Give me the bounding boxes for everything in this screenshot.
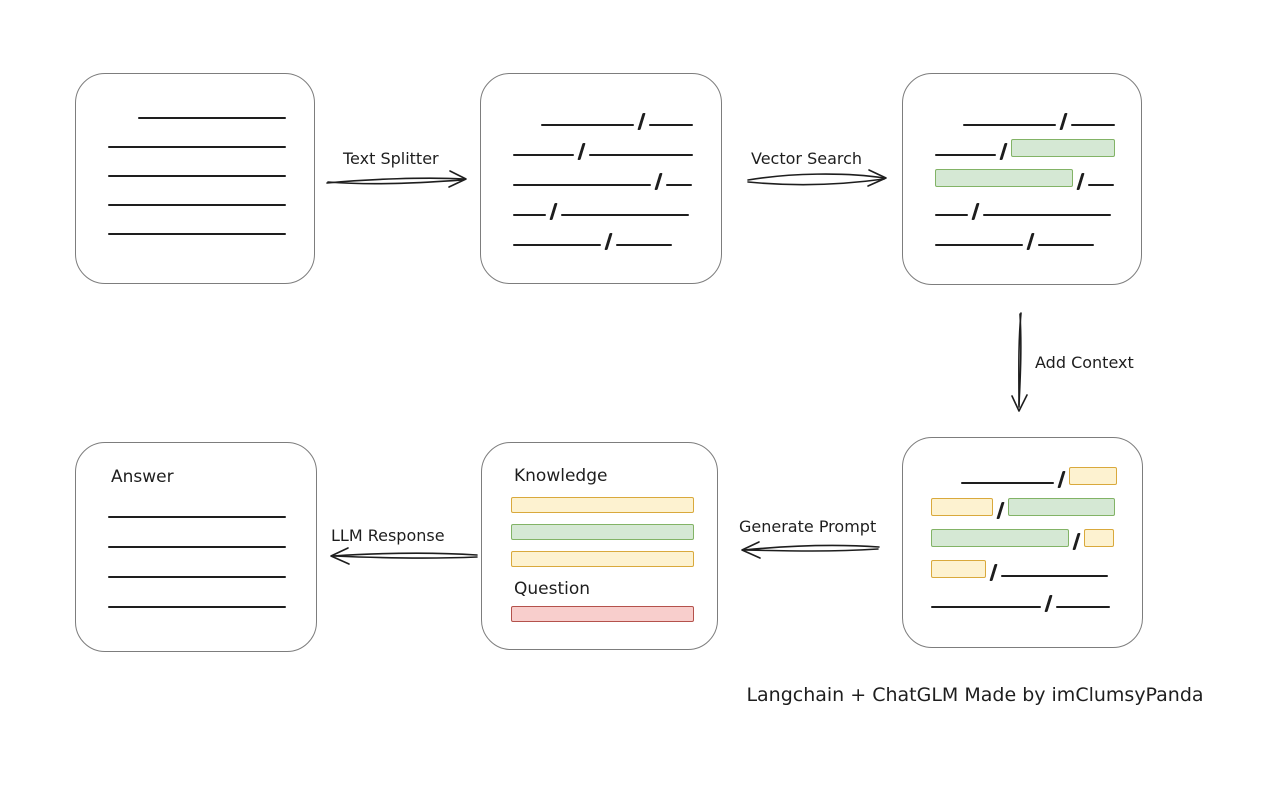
schematic-text-row	[935, 156, 1114, 190]
text-splitter-label: Text Splitter	[343, 149, 439, 168]
vector-search-label: Vector Search	[751, 149, 863, 168]
text-line	[108, 576, 286, 578]
text-line	[513, 184, 651, 186]
green-highlight-chunk	[1010, 139, 1115, 157]
text-line	[1000, 575, 1108, 577]
yellow-highlight-chunk	[1068, 467, 1117, 485]
green-highlight-chunk	[935, 169, 1073, 187]
text-line	[560, 214, 689, 216]
yellow-highlight-chunk	[1083, 529, 1114, 547]
text-line	[138, 117, 286, 119]
green-highlight-chunk	[1007, 498, 1115, 516]
schematic-text-row	[931, 515, 1116, 550]
yellow-highlight-chunk	[931, 498, 993, 516]
llm-response-arrow	[330, 547, 478, 565]
text-line	[935, 244, 1023, 246]
text-line	[935, 214, 968, 216]
text-line	[931, 606, 1041, 608]
schematic-text-row	[513, 96, 693, 130]
question-bars	[511, 606, 694, 622]
context-result-lines	[931, 453, 1117, 612]
text-line	[961, 482, 1054, 484]
chunk-lines	[513, 96, 693, 250]
schematic-text-row	[108, 206, 286, 235]
generate-prompt-label: Generate Prompt	[739, 517, 877, 536]
text-line	[541, 124, 634, 126]
schematic-text-row	[935, 186, 1111, 220]
add-context-label: Add Context	[1035, 353, 1134, 372]
schematic-text-row	[108, 90, 286, 119]
schematic-text-row	[108, 148, 286, 177]
schematic-text-row	[931, 453, 1117, 488]
schematic-text-row	[935, 216, 1111, 250]
slash-separator	[604, 233, 613, 250]
schematic-text-row	[108, 119, 286, 148]
schematic-text-row	[513, 126, 693, 160]
schematic-text-row	[931, 546, 1116, 581]
answer-box: Answer	[75, 442, 317, 652]
text-line	[108, 516, 286, 518]
schematic-text-row	[935, 96, 1115, 130]
knowledge-label: Knowledge	[514, 466, 608, 486]
schematic-text-row	[931, 484, 1116, 519]
schematic-text-row	[108, 488, 286, 518]
context-result-box	[902, 437, 1143, 648]
slash-separator	[1026, 233, 1035, 250]
attribution-caption: Langchain + ChatGLM Made by imClumsyPand…	[746, 684, 1204, 706]
vector-search-arrow	[747, 169, 887, 187]
yellow-prompt-bar	[511, 497, 694, 513]
source-document-box	[75, 73, 315, 284]
llm-response-label: LLM Response	[331, 526, 445, 545]
text-line	[1037, 244, 1094, 246]
text-line	[513, 244, 601, 246]
text-line	[108, 175, 286, 177]
text-line	[1087, 184, 1114, 186]
generate-prompt-arrow	[741, 541, 880, 559]
text-line	[108, 233, 286, 235]
schematic-text-row	[513, 216, 691, 250]
text-line	[108, 146, 286, 148]
text-line	[935, 154, 996, 156]
yellow-highlight-chunk	[931, 560, 986, 578]
text-line	[665, 184, 692, 186]
knowledge-bars	[511, 497, 694, 567]
text-line	[1055, 606, 1110, 608]
schematic-text-row	[935, 126, 1115, 160]
answer-label: Answer	[111, 467, 174, 487]
text-line	[108, 546, 286, 548]
schematic-text-row	[108, 177, 286, 206]
text-line	[648, 124, 693, 126]
prompt-box: Knowledge Question	[481, 442, 718, 650]
text-line	[588, 154, 693, 156]
add-context-arrow	[1011, 312, 1028, 412]
green-highlight-chunk	[931, 529, 1069, 547]
schematic-text-row	[108, 548, 286, 578]
vector-search-result-box	[902, 73, 1142, 285]
green-prompt-bar	[511, 524, 694, 540]
schematic-text-row	[108, 518, 286, 548]
text-line	[108, 204, 286, 206]
text-line	[513, 154, 574, 156]
schematic-text-row	[931, 577, 1116, 612]
text-line	[963, 124, 1056, 126]
text-line	[513, 214, 546, 216]
text-line	[615, 244, 672, 246]
text-line	[982, 214, 1111, 216]
question-label: Question	[514, 579, 591, 599]
schematic-text-row	[513, 186, 691, 220]
text-splitter-arrow	[326, 170, 467, 188]
text-line	[1070, 124, 1115, 126]
yellow-prompt-bar	[511, 551, 694, 567]
schematic-text-row	[513, 156, 692, 190]
document-lines	[108, 90, 286, 235]
vector-result-lines	[935, 96, 1115, 250]
text-line	[108, 606, 286, 608]
answer-lines	[108, 488, 286, 608]
split-chunks-box	[480, 73, 722, 284]
schematic-text-row	[108, 578, 286, 608]
slash-separator	[1044, 595, 1053, 612]
red-prompt-bar	[511, 606, 694, 622]
